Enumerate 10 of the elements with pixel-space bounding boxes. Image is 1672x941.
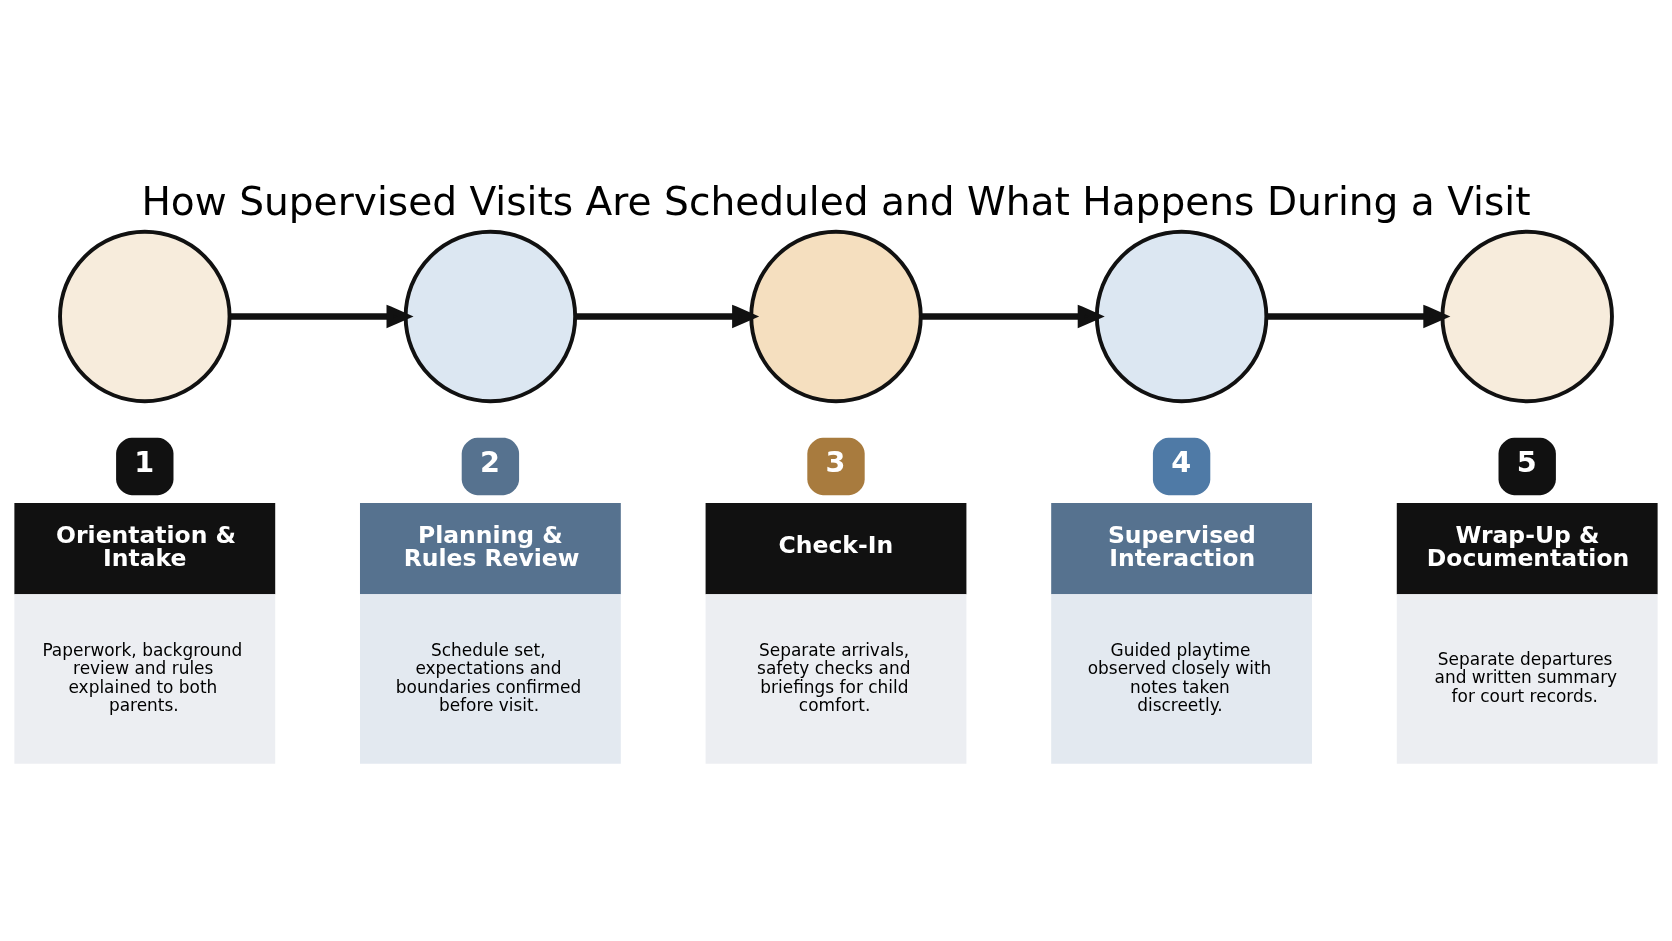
arrow [921, 304, 1105, 328]
arrow [1266, 304, 1451, 328]
diagram-title: How Supervised Visits Are Scheduled and What Happens During a Visit [141, 178, 1531, 224]
node-circle [58, 229, 232, 403]
arrow [575, 304, 760, 328]
node-circle [1440, 229, 1614, 403]
node-circle [1094, 229, 1269, 403]
arrow [229, 304, 414, 328]
node-circle [403, 229, 578, 403]
node-circle [749, 229, 923, 403]
